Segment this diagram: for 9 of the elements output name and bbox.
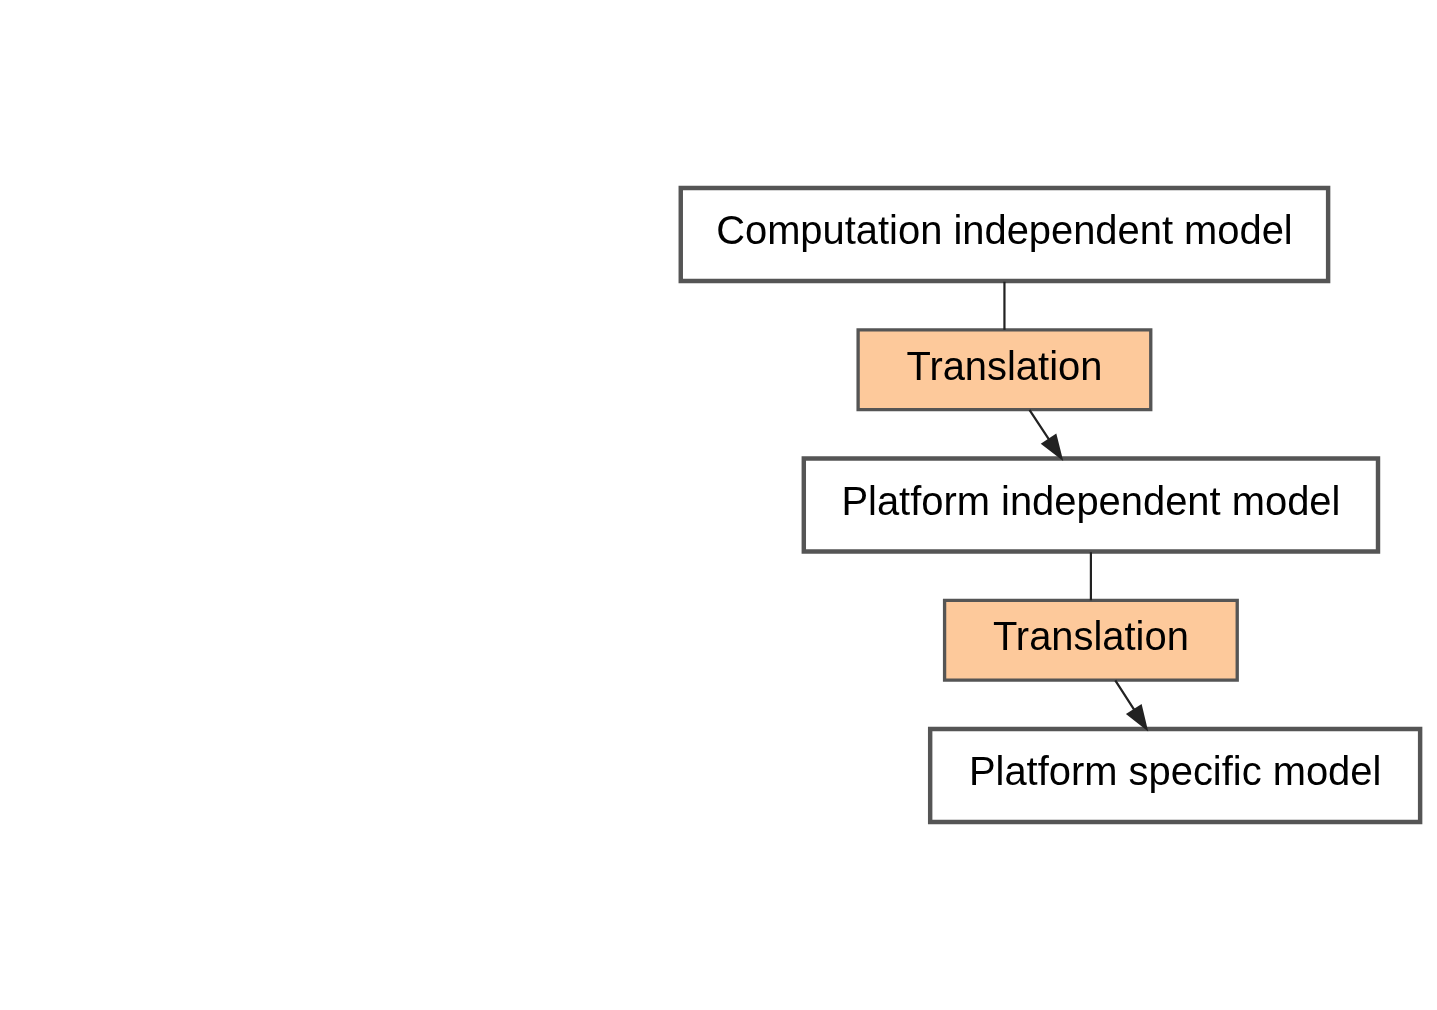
connector bbox=[1002, 281, 1006, 330]
arrow bbox=[1113, 679, 1148, 732]
node-box: Platform specific model bbox=[927, 726, 1422, 825]
connector bbox=[1089, 552, 1092, 601]
arrow bbox=[1028, 409, 1063, 461]
node-box: Platform independent model bbox=[801, 456, 1380, 554]
node-box: Computation independent model bbox=[678, 185, 1330, 284]
node-box: Translation bbox=[942, 598, 1239, 682]
node-box: Translation bbox=[855, 328, 1152, 412]
